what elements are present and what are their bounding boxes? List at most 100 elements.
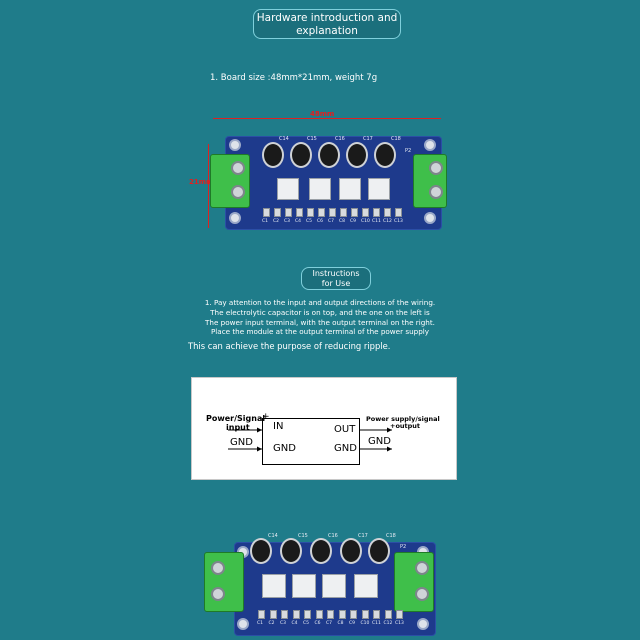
output-terminal-block [413,154,447,208]
cap-label: C16 [328,533,338,539]
smd-label: C7 [326,621,333,626]
capacitor-chip [262,574,286,598]
smd-label: C1 [262,219,269,224]
smd-label: C11 [372,219,381,224]
gnd-terminal-right: GND [334,443,357,454]
smd-capacitor [296,208,303,217]
screw-icon [429,185,443,199]
pcb-board-top: 48mm 21mm C14 C15 C16 C17 C18 P2 C1 C2 C3 C… [189,110,447,230]
capacitor-chip [354,574,378,598]
smd-capacitor [350,610,357,619]
cap-label: C16 [335,136,345,142]
smd-label: C2 [273,219,280,224]
height-dimension-line [208,144,209,228]
smd-capacitor [292,610,300,619]
cap-label: C17 [363,136,373,142]
cap-label: C15 [298,533,308,539]
capacitor-chip [339,178,361,200]
instruction-line: The power input terminal, with the outpu… [205,318,435,327]
smd-capacitor [258,610,265,619]
screw-icon [415,587,429,601]
smd-capacitor [304,610,311,619]
screw-icon [429,161,443,175]
mounting-hole [424,212,436,224]
input-terminal-block [204,552,244,612]
capacitor-chip [322,574,346,598]
screw-icon [211,561,225,575]
cap-label: C14 [279,136,289,142]
cap-label: C18 [391,136,401,142]
smd-capacitor [263,208,270,217]
smd-label: C9 [349,621,356,626]
height-dimension-label: 21mm [189,178,214,186]
smd-capacitor [281,610,288,619]
smd-label: C8 [339,219,346,224]
width-dimension-line [213,118,441,119]
screw-icon [415,561,429,575]
smd-capacitor [373,208,380,217]
smd-label: C4 [295,219,302,224]
capacitor-chip [292,574,316,598]
smd-label: C10 [361,219,370,224]
smd-label: C3 [280,621,287,626]
in-terminal-label: IN [273,421,284,432]
cap-label: C15 [307,136,317,142]
input-label-line1: Power/Signal [206,414,266,423]
electrolytic-capacitor [250,538,272,564]
instruction-line: Place the module at the output terminal … [210,327,430,336]
instructions-title-line1: Instructions [312,269,360,278]
wiring-lines [228,427,392,452]
input-label-line2: input [226,423,250,432]
smd-capacitor [340,208,347,217]
electrolytic-capacitor [346,142,368,168]
smd-label: C12 [383,621,393,626]
smd-label: C3 [284,219,291,224]
smd-label: C12 [383,219,392,224]
smd-label: C6 [314,621,321,626]
smd-capacitor [327,610,334,619]
mounting-hole [237,618,249,630]
smd-label: C13 [394,219,403,224]
smd-capacitor [274,208,281,217]
smd-label: C5 [303,621,310,626]
smd-label: C13 [395,621,404,626]
output-gnd-label: GND [368,436,391,447]
smd-label: C6 [317,219,324,224]
smd-capacitor [362,208,369,217]
mounting-hole [417,618,429,630]
smd-capacitor [315,610,323,619]
smd-capacitor [307,208,314,217]
input-gnd-label: GND [230,437,253,448]
electrolytic-capacitor [318,142,340,168]
smd-capacitor [329,208,336,217]
width-dimension-label: 48mm [310,110,335,118]
smd-label: C10 [360,621,370,626]
electrolytic-capacitor [290,142,312,168]
capacitor-chip [309,178,331,200]
capacitor-chip [277,178,299,200]
cap-label: C17 [358,533,368,539]
smd-label: C11 [372,621,381,626]
cap-label: C18 [386,533,396,539]
hardware-intro-title-line1: Hardware introduction and [256,12,398,24]
electrolytic-capacitor [340,538,362,564]
gnd-terminal-left: GND [273,443,296,454]
wiring-diagram: Power/Signal input + GND IN GND OUT GND … [191,377,457,480]
input-plus: + [262,412,270,422]
smd-label: C7 [328,219,335,224]
output-label-line2: output [395,422,421,430]
smd-capacitor [338,610,346,619]
mounting-hole [229,212,241,224]
board-size-text: 1. Board size :48mm*21mm, weight 7g [210,73,378,83]
hardware-intro-title-line2: explanation [296,25,358,38]
smd-capacitor [396,610,403,619]
smd-capacitor [395,208,402,217]
smd-label: C5 [306,219,313,224]
output-plus: + [390,422,396,430]
smd-capacitor [384,610,392,619]
p2-label: P2 [405,148,412,154]
electrolytic-capacitor [262,142,284,168]
screw-icon [231,161,245,175]
smd-label: C4 [291,621,298,626]
